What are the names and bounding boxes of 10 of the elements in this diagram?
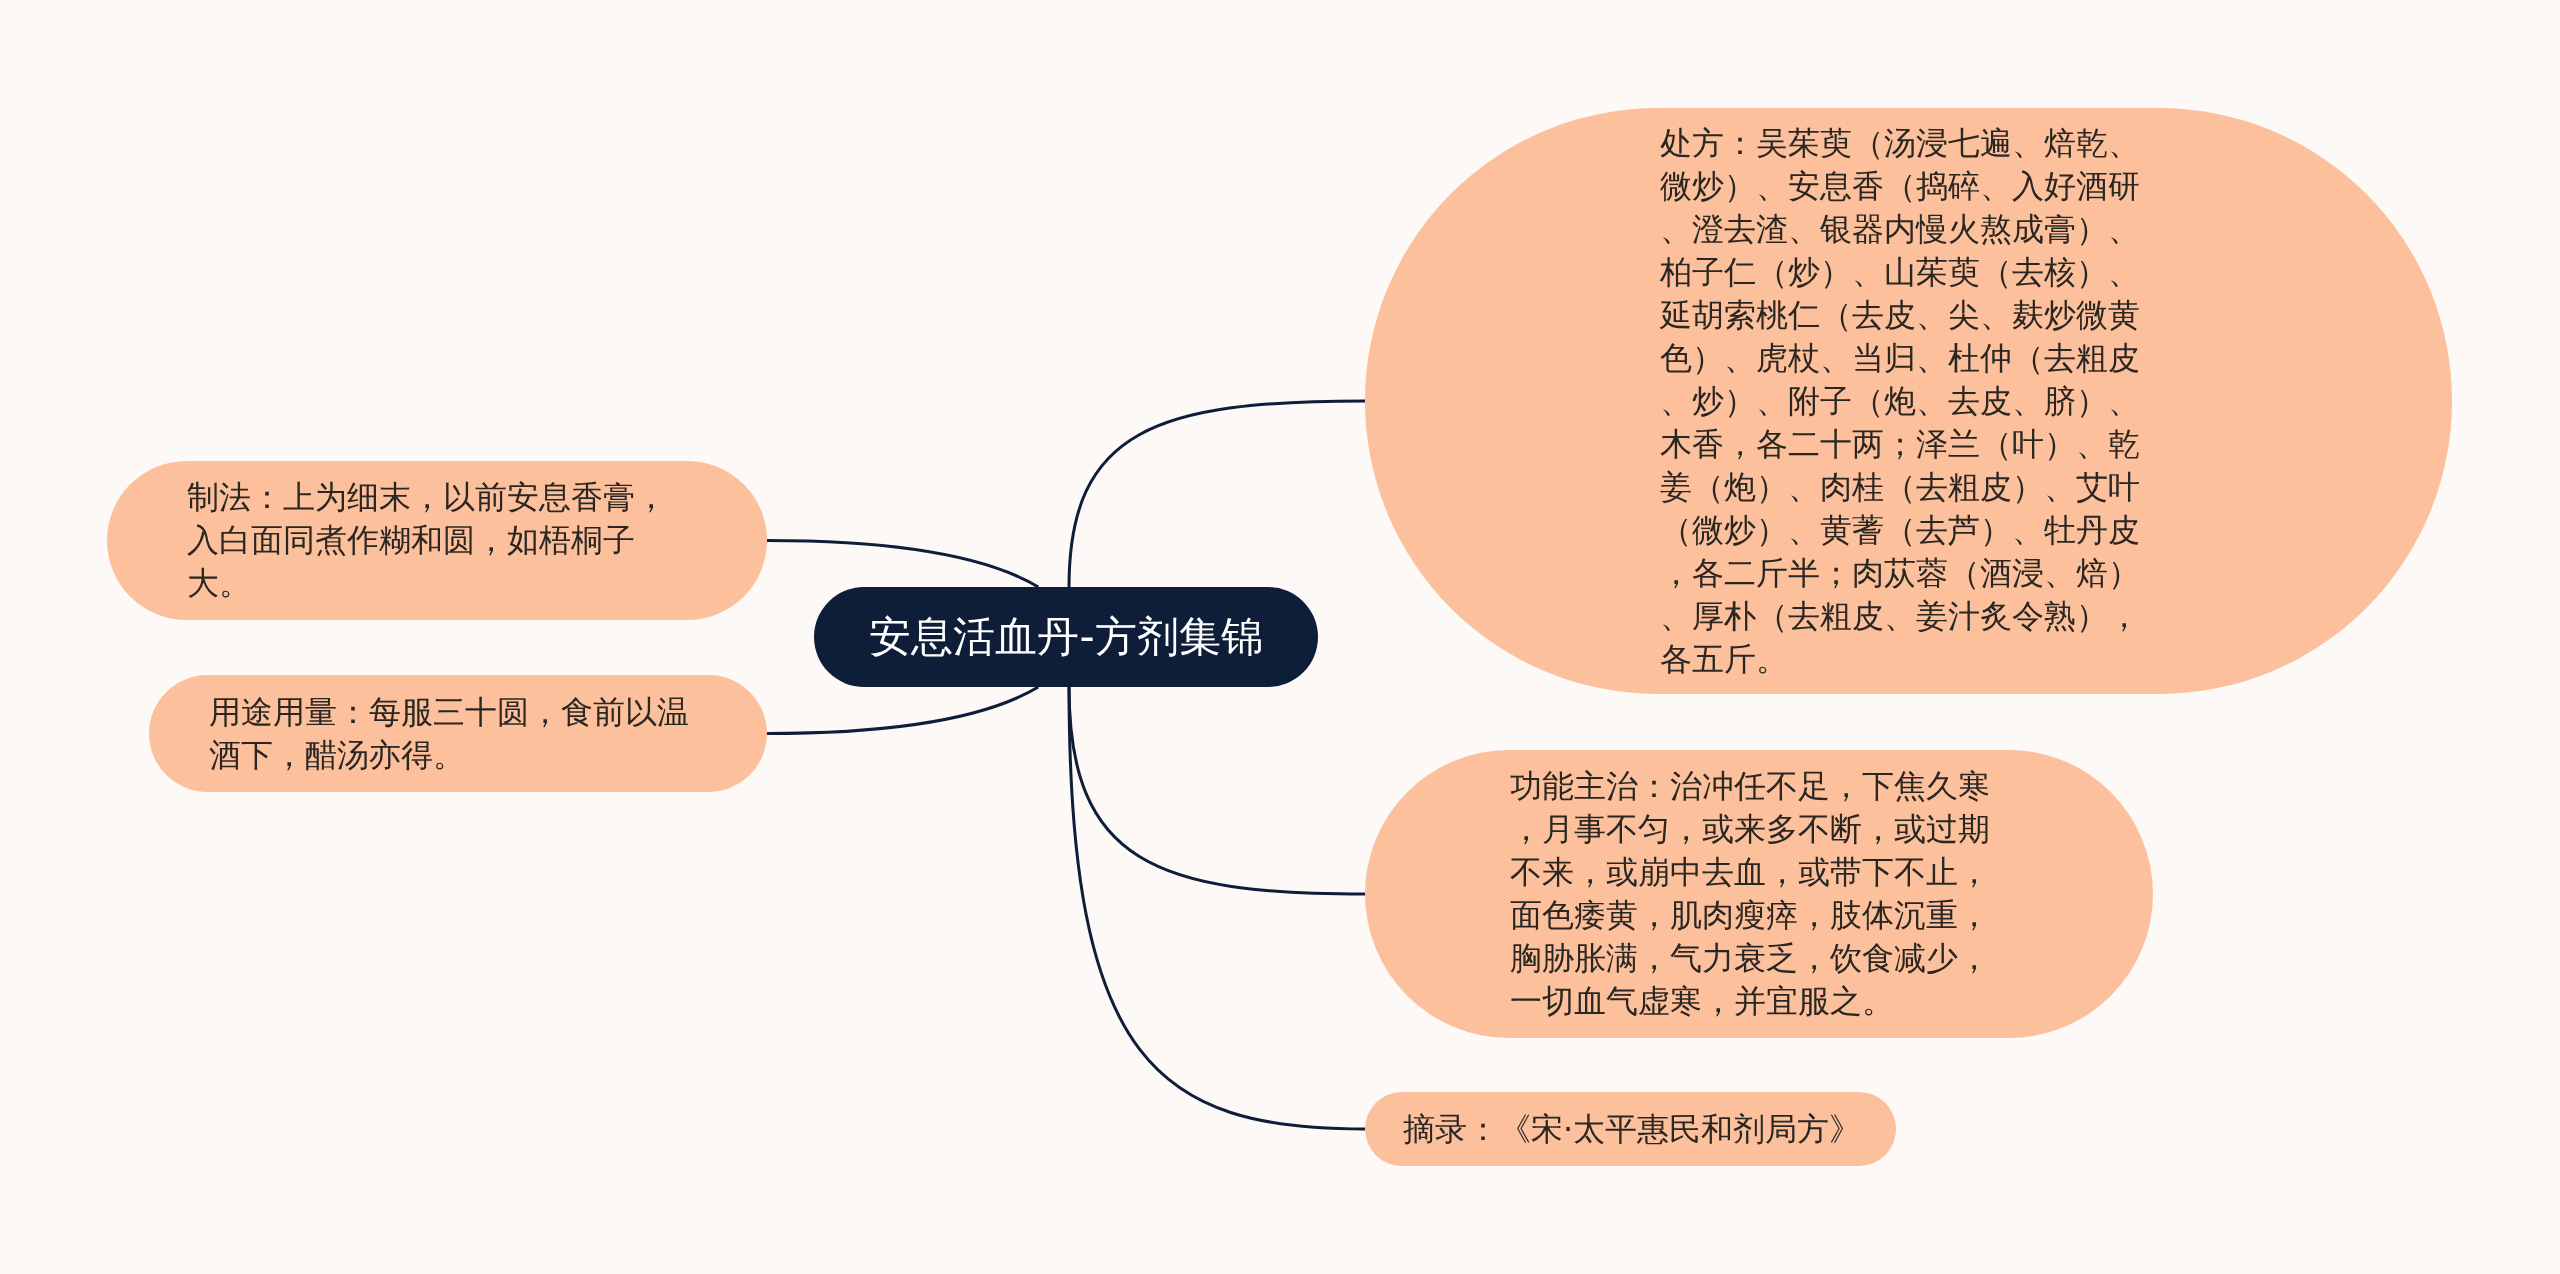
topic-pill: 用途用量：每服三十圆，食前以温酒下，醋汤亦得。 (149, 675, 767, 792)
connector-line (1067, 686, 1366, 1131)
topic-pill: 制法：上为细末，以前安息香膏，入白面同煮作糊和圆，如梧桐子大。 (107, 461, 767, 620)
topic-pill: 功能主治：治冲任不足，下焦久寒，月事不匀，或来多不断，或过期不来，或崩中去血，或带下不止，面色痿黄，肌肉瘦瘁，肢体沉重，胸胁胀满，气力衰乏，饮食减少，一切血气虚寒，并宜服之。 (1365, 750, 2153, 1038)
connector-line (767, 685, 1039, 735)
central-topic-pill: 安息活血丹-方剂集锦 (814, 587, 1318, 687)
connector-line (1067, 399, 1366, 588)
topic-pill: 摘录：《宋·太平惠民和剂局方》 (1365, 1092, 1896, 1166)
connector-line (767, 539, 1039, 589)
topic-pill: 处方：吴茱萸（汤浸七遍、焙乾、微炒）、安息香（捣碎、入好酒研、澄去渣、银器内慢火熬成膏）、柏子仁（炒）、山茱萸（去核）、延胡索桃仁（去皮、尖、麸炒微黄色）、虎杖、当归、杜仲（去粗皮、炒）、附子（炮、去皮、脐）、木香，各二十两；泽兰（叶）、乾姜（炮）、肉桂（去粗皮）、艾叶（微炒）、黄蓍（去芦）、牡丹皮，各二斤半；肉苁蓉（酒浸、焙）、厚朴（去粗皮、姜汁炙令熟），各五斤。 (1365, 108, 2452, 694)
